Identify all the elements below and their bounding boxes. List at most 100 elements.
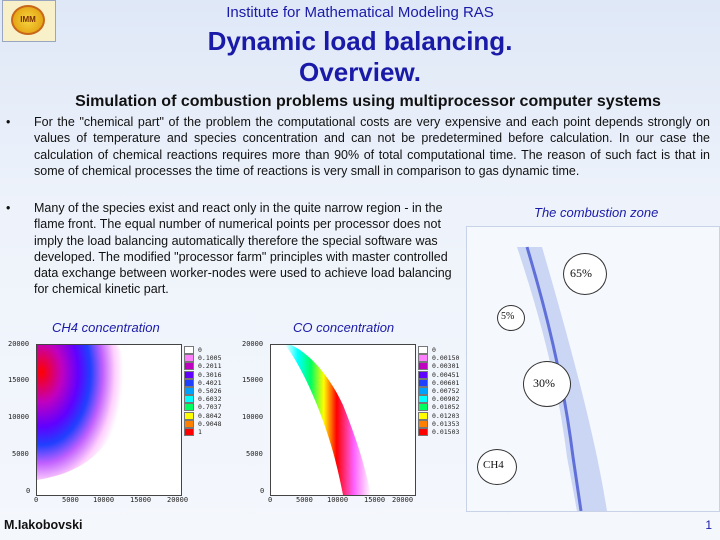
legend-swatch bbox=[418, 362, 428, 371]
bubble-65 bbox=[563, 253, 607, 295]
legend-value: 0.01203 bbox=[432, 411, 460, 420]
title-line-1: Dynamic load balancing. bbox=[207, 26, 513, 56]
combustion-zone-label: The combustion zone bbox=[534, 205, 659, 220]
legend-value: 0.01503 bbox=[432, 427, 460, 436]
legend-swatch bbox=[184, 403, 194, 412]
bullet-marker: • bbox=[6, 201, 11, 215]
combustion-zone-illustration: 65% 5% 30% CH4 bbox=[466, 226, 720, 512]
legend-row: 0.00752 bbox=[418, 387, 460, 396]
legend-value: 0.5026 bbox=[198, 387, 222, 396]
legend-row: 0 bbox=[184, 346, 221, 355]
bullet-2: • Many of the species exist and react on… bbox=[6, 200, 454, 298]
co-y-tick: 20000 bbox=[242, 340, 264, 348]
ch4-x-tick: 15000 bbox=[130, 496, 152, 504]
legend-value: 1 bbox=[198, 427, 202, 436]
legend-swatch bbox=[418, 378, 428, 387]
legend-row: 0.00902 bbox=[418, 395, 460, 404]
co-y-tick: 15000 bbox=[242, 376, 264, 384]
bullet-text: Many of the species exist and react only… bbox=[34, 201, 452, 297]
ch4-y-tick: 5000 bbox=[12, 450, 29, 458]
legend-row: 0.7037 bbox=[184, 403, 222, 412]
bubble-5 bbox=[497, 305, 525, 331]
slide-title: Dynamic load balancing. Overview. bbox=[0, 26, 720, 88]
ch4-y-tick: 20000 bbox=[8, 340, 30, 348]
legend-value: 0.9048 bbox=[198, 419, 222, 428]
co-x-tick: 0 bbox=[268, 496, 273, 504]
co-x-tick: 20000 bbox=[392, 496, 414, 504]
legend-value: 0.2011 bbox=[198, 362, 222, 371]
ch4-x-tick: 5000 bbox=[62, 496, 79, 504]
legend-row: 0.00601 bbox=[418, 378, 459, 387]
legend-value: 0.7037 bbox=[198, 403, 222, 412]
legend-swatch bbox=[418, 403, 428, 412]
legend-value: 0.00752 bbox=[432, 387, 460, 396]
legend-row: 0.01353 bbox=[418, 419, 460, 428]
legend-row: 0.8042 bbox=[184, 411, 222, 420]
ch4-label: CH4 concentration bbox=[52, 320, 160, 335]
legend-row: 0.00150 bbox=[418, 354, 459, 363]
ch4-y-tick: 0 bbox=[26, 487, 31, 495]
legend-swatch bbox=[184, 419, 194, 428]
legend-row: 0.01503 bbox=[418, 427, 460, 436]
author-name: M.Iakobovski bbox=[4, 518, 83, 532]
co-x-tick: 15000 bbox=[364, 496, 386, 504]
legend-swatch bbox=[418, 395, 428, 404]
bullet-1: • For the "chemical part" of the problem… bbox=[6, 114, 710, 179]
bullet-text: For the "chemical part" of the problem t… bbox=[34, 115, 710, 178]
legend-swatch bbox=[184, 378, 194, 387]
legend-value: 0.8042 bbox=[198, 411, 222, 420]
bubble-65-label: 65% bbox=[570, 266, 592, 280]
legend-swatch bbox=[418, 387, 428, 396]
legend-value: 0.00301 bbox=[432, 362, 460, 371]
legend-swatch bbox=[184, 411, 194, 420]
legend-row: 0.6032 bbox=[184, 395, 221, 404]
ch4-x-tick: 20000 bbox=[167, 496, 189, 504]
legend-row: 1 bbox=[184, 427, 221, 436]
legend-value: 0.3016 bbox=[198, 370, 222, 379]
ch4-concentration-plot bbox=[36, 344, 182, 496]
legend-swatch bbox=[184, 395, 194, 404]
legend-swatch bbox=[418, 427, 428, 436]
legend-swatch bbox=[184, 354, 194, 363]
legend-row: 0.00451 bbox=[418, 370, 459, 379]
ch4-x-tick: 0 bbox=[34, 496, 39, 504]
slide-subtitle: Simulation of combustion problems using … bbox=[75, 93, 661, 110]
bullet-marker: • bbox=[6, 115, 11, 129]
co-y-tick: 0 bbox=[260, 487, 265, 495]
legend-row: 0.4021 bbox=[184, 378, 221, 387]
co-concentration-plot bbox=[270, 344, 416, 496]
institute-name: Institute for Mathematical Modeling RAS bbox=[226, 4, 494, 21]
legend-row: 0.2011 bbox=[184, 362, 222, 371]
legend-row: 0.01203 bbox=[418, 411, 460, 420]
legend-row: 0.01052 bbox=[418, 403, 460, 412]
legend-swatch bbox=[418, 370, 428, 379]
legend-swatch bbox=[184, 427, 194, 436]
legend-row: 0.00301 bbox=[418, 362, 460, 371]
title-line-2: Overview. bbox=[299, 57, 421, 87]
legend-row: 0.5026 bbox=[184, 387, 222, 396]
logo-emblem: IMM bbox=[11, 5, 45, 35]
legend-value: 0.00902 bbox=[432, 395, 460, 404]
flame-front-line bbox=[525, 246, 583, 511]
co-flame-front bbox=[285, 345, 371, 495]
bubble-30 bbox=[523, 361, 571, 407]
legend-row: 0.3016 bbox=[184, 370, 222, 379]
legend-swatch bbox=[184, 362, 194, 371]
legend-row: 0.9048 bbox=[184, 419, 222, 428]
bubble-5-label: 5% bbox=[501, 311, 515, 322]
ch4-y-tick: 10000 bbox=[8, 413, 30, 421]
co-y-tick: 10000 bbox=[242, 413, 264, 421]
legend-row: 0 bbox=[418, 346, 459, 355]
legend-value: 0.01353 bbox=[432, 419, 460, 428]
page-number: 1 bbox=[705, 518, 712, 532]
legend-swatch bbox=[184, 370, 194, 379]
institute-logo: IMM bbox=[2, 0, 56, 42]
legend-value: 0.1005 bbox=[198, 354, 222, 363]
legend-value: 0 bbox=[432, 346, 436, 355]
legend-swatch bbox=[418, 346, 428, 355]
legend-swatch bbox=[418, 354, 428, 363]
co-label: CO concentration bbox=[293, 320, 395, 335]
legend-value: 0.01052 bbox=[432, 403, 460, 412]
